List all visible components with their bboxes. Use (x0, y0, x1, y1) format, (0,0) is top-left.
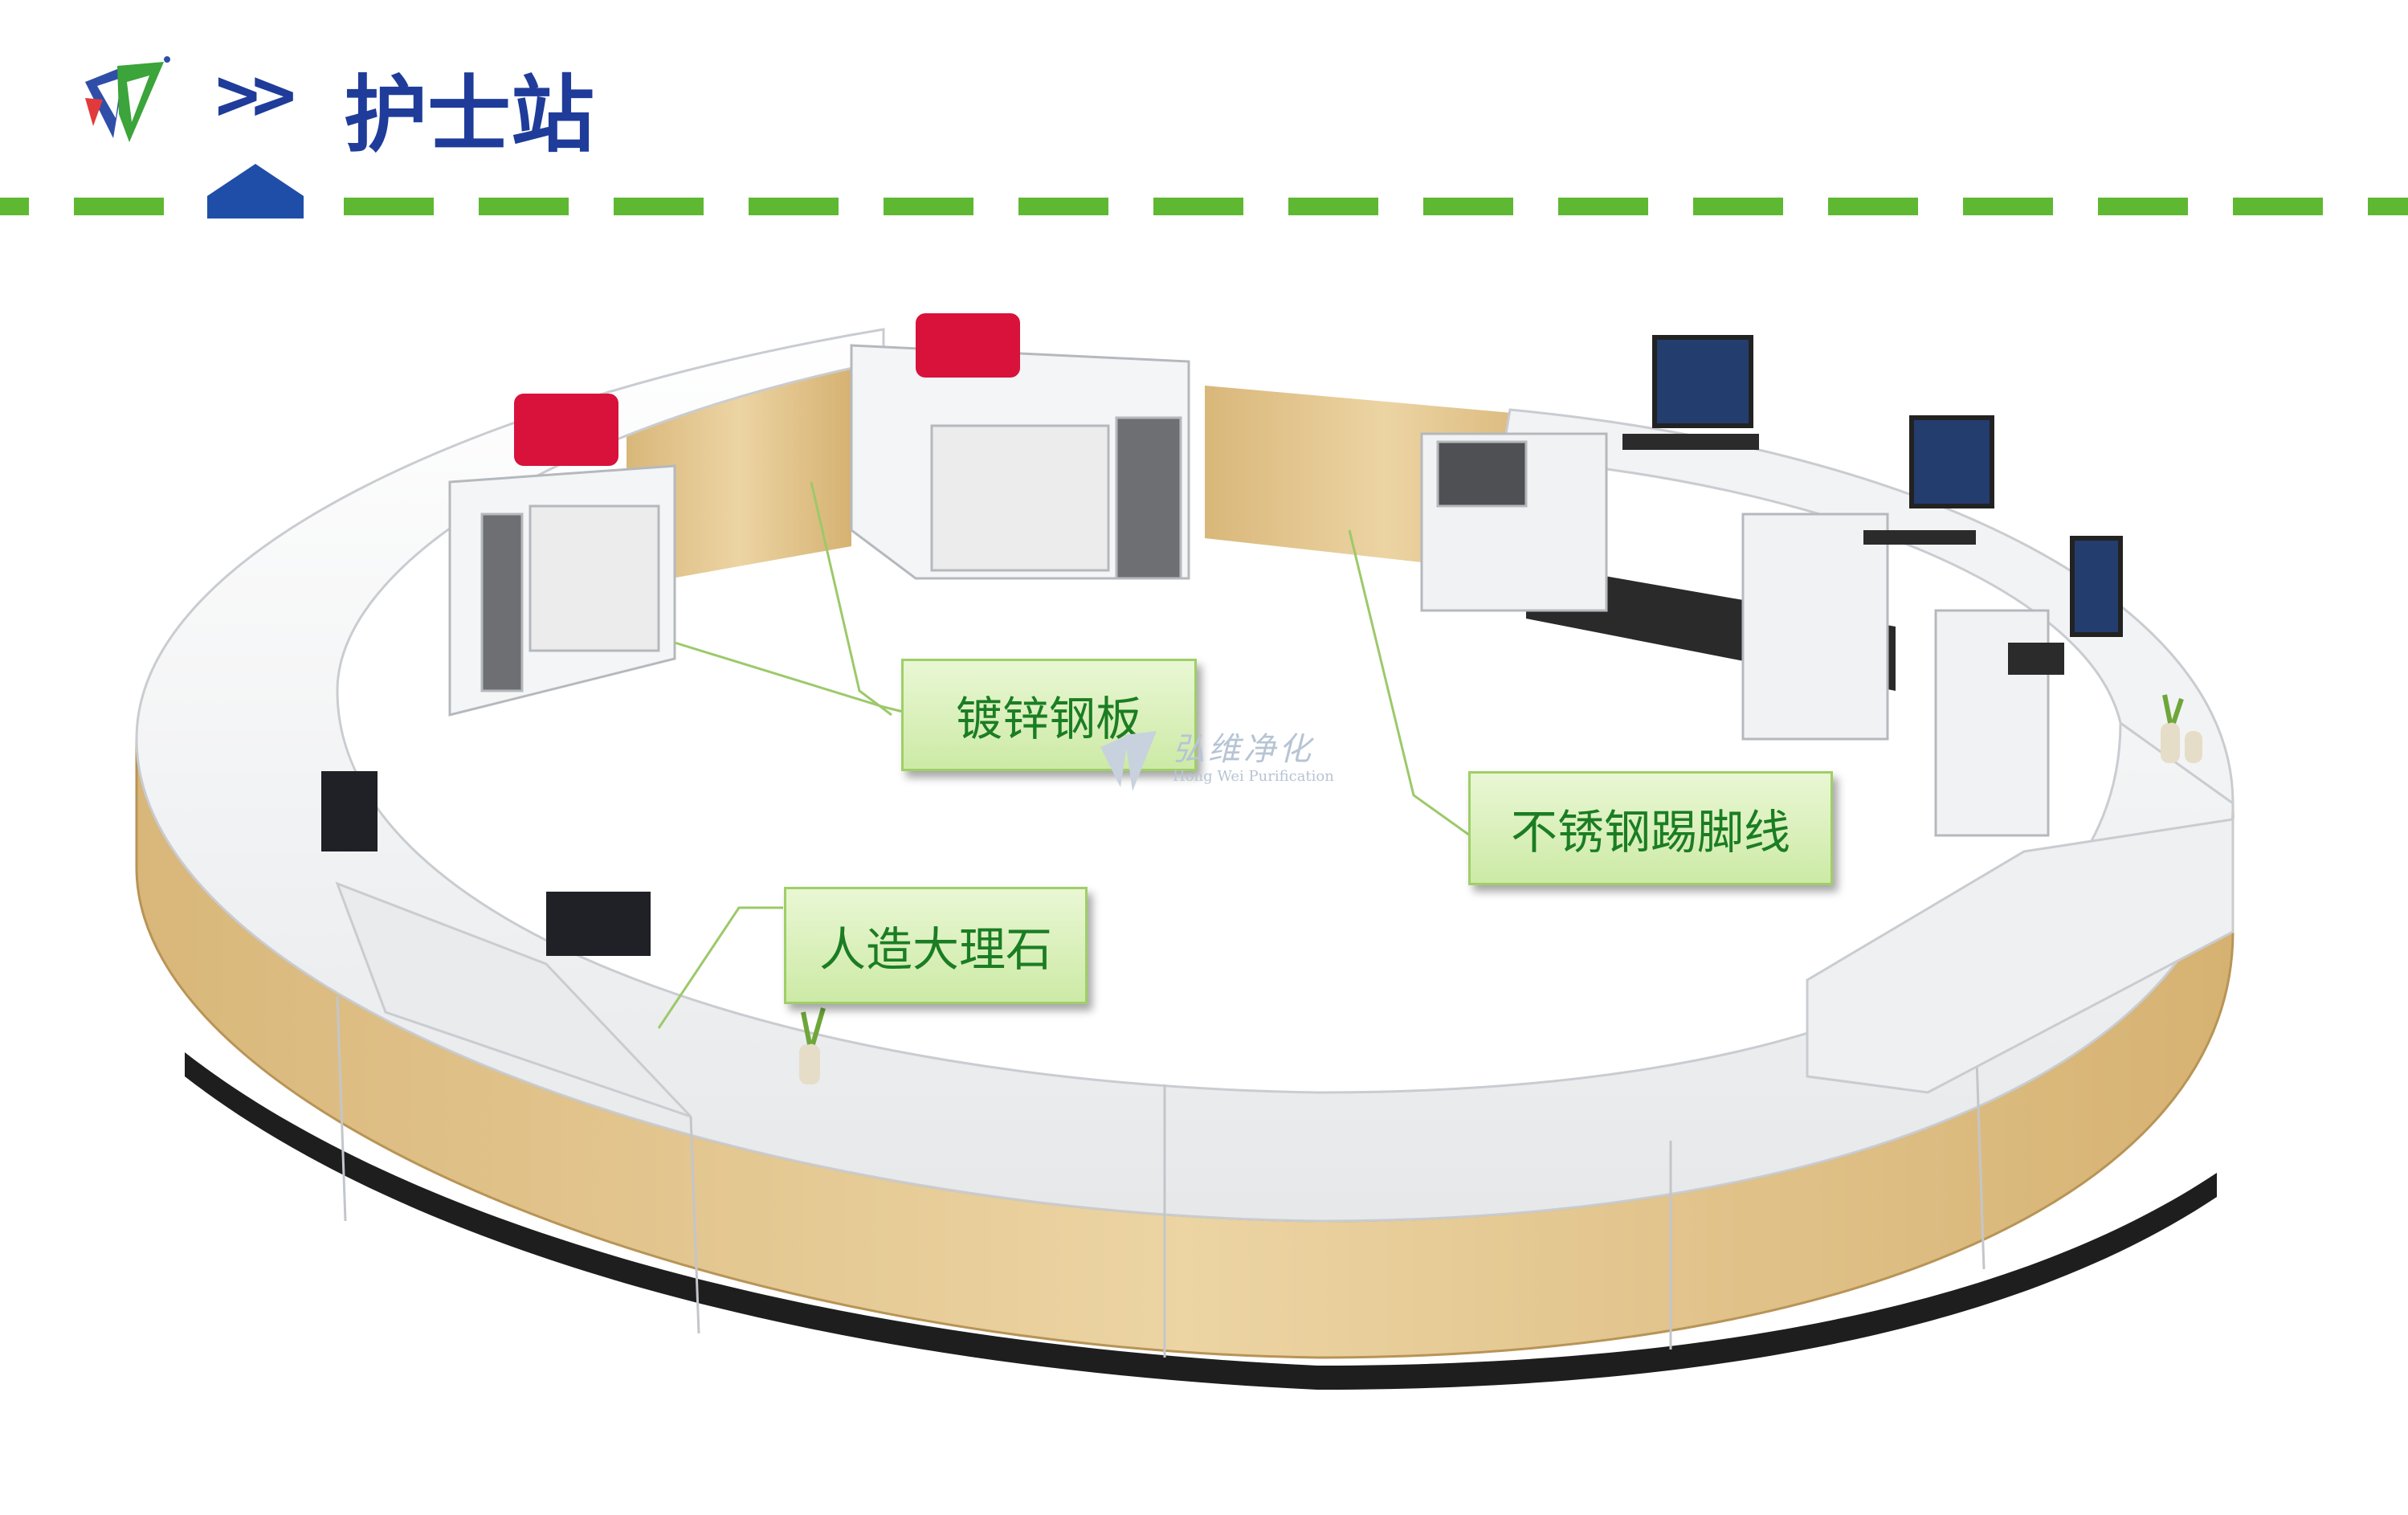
watermark-logo-icon (1100, 731, 1157, 791)
callout-stainless-kickboard: 不锈钢踢脚线 (1468, 771, 1833, 885)
page-header: >> 护士站 (0, 0, 2408, 225)
home-marker-icon (207, 164, 304, 218)
watermark-en: Hong Wei Purification (1173, 768, 1334, 785)
dashed-divider (0, 198, 2408, 215)
page-title: 护士站 (344, 66, 595, 164)
company-logo (85, 56, 170, 142)
nurse-station-illustration (135, 313, 2235, 1390)
callout-artificial-marble: 人造大理石 (784, 887, 1088, 1004)
title-chevron-icon: >> (215, 51, 296, 137)
watermark-cn: 弘维净化 (1173, 731, 1314, 768)
